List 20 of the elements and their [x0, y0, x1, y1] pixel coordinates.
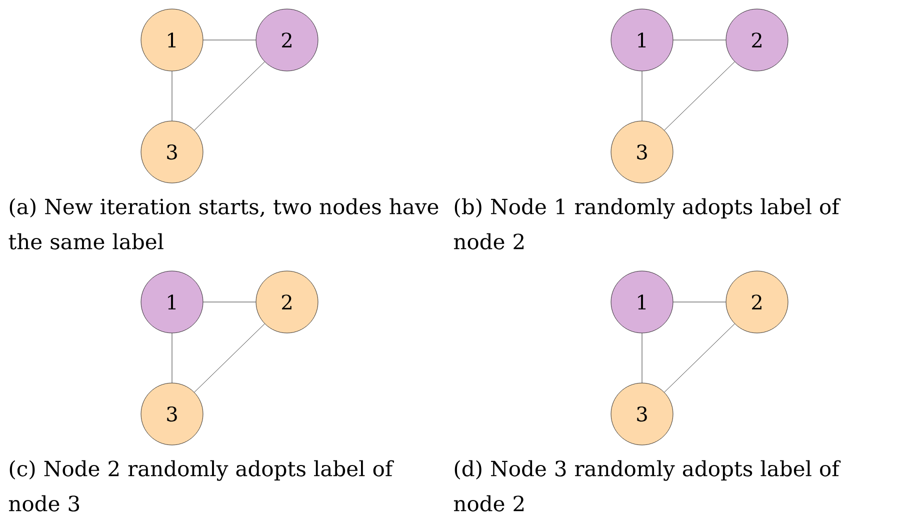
graph-node: 2 [256, 270, 318, 334]
graph-node: 1 [610, 270, 674, 334]
edge-line [194, 62, 265, 130]
graph-node: 2 [726, 8, 788, 72]
graph-node: 3 [610, 382, 674, 446]
edge-line [664, 62, 735, 130]
edge-line [194, 324, 265, 392]
caption: (b) Node 1 randomly adopts label of node 2 [454, 198, 841, 250]
graph-node: 1 [610, 8, 674, 72]
caption: (d) Node 3 randomly adopts label of node 2 [454, 460, 841, 512]
graph-node: 3 [140, 382, 204, 446]
graph-node: 3 [140, 120, 204, 184]
graph-node: 3 [610, 120, 674, 184]
caption: (c) Node 2 randomly adopts label of node 3 [8, 460, 394, 512]
graph-node: 2 [726, 270, 788, 334]
caption: (a) New iteration starts, two nodes have the same label [8, 198, 438, 250]
edge-line [664, 324, 735, 392]
graph-node: 2 [256, 8, 318, 72]
graph-node: 1 [140, 270, 204, 334]
graph-node: 1 [140, 8, 204, 72]
